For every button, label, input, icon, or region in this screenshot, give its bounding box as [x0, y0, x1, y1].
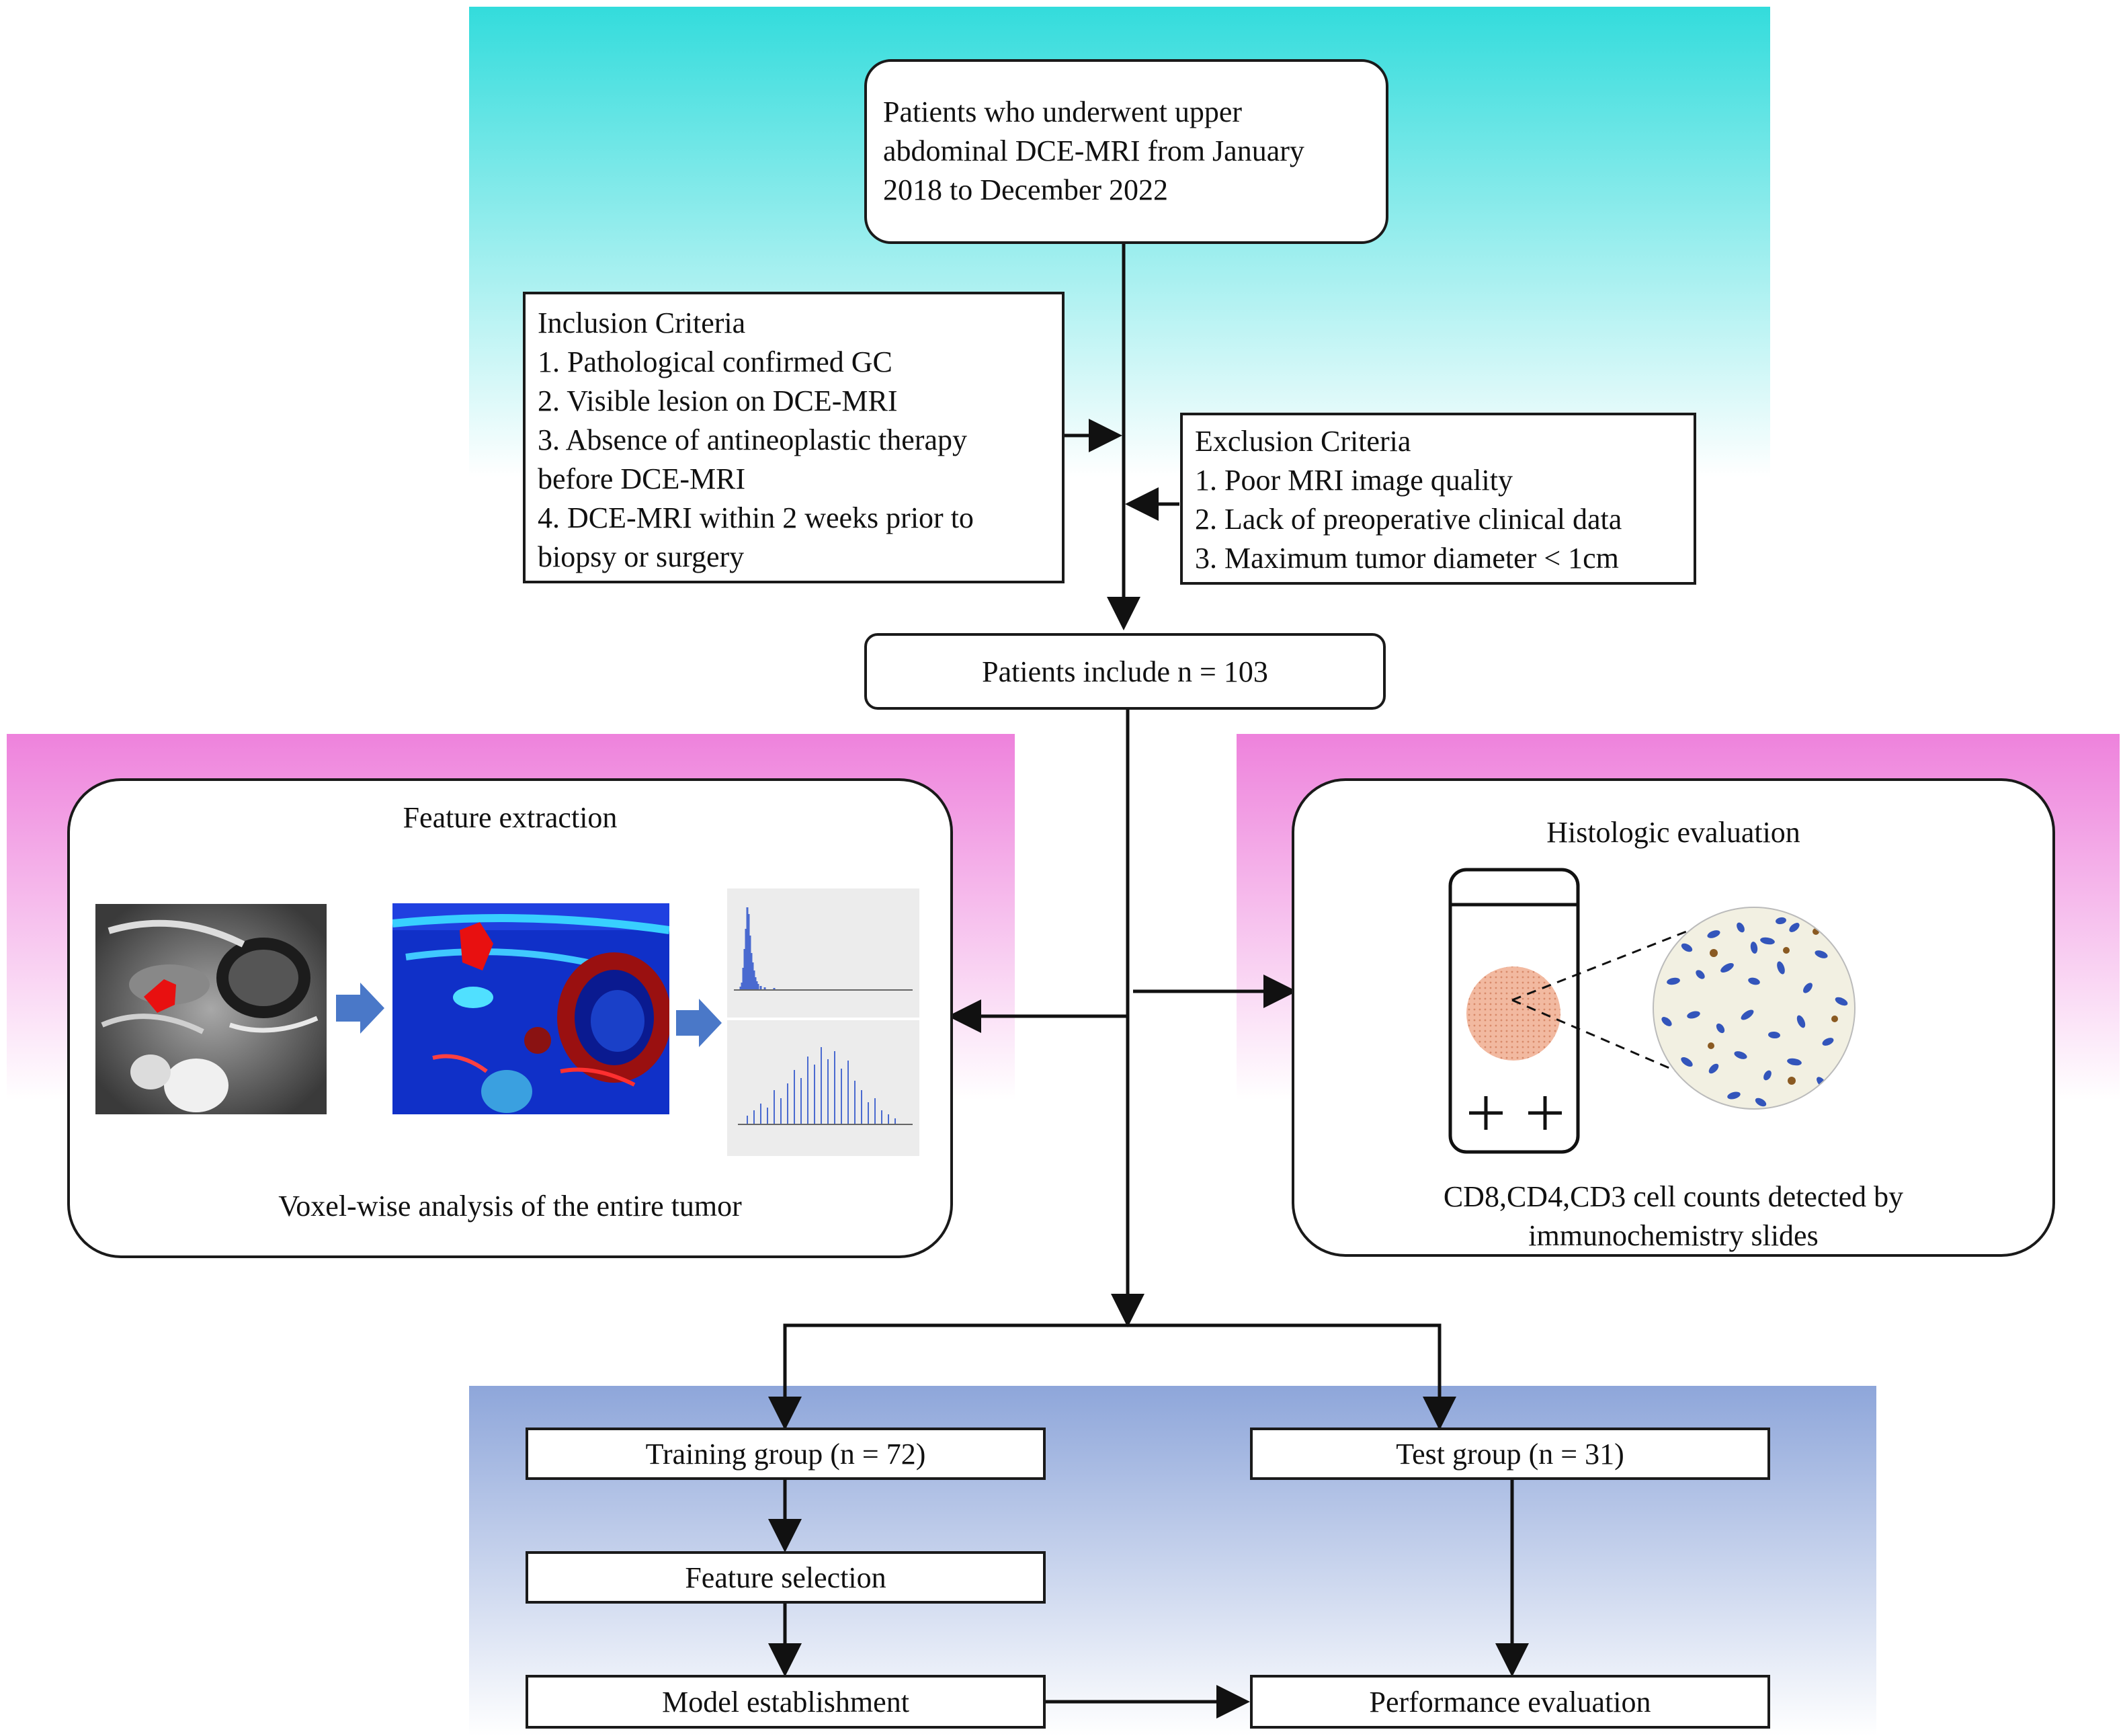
training-group-box: Training group (n = 72): [526, 1428, 1046, 1480]
block-arrow-right-icon: [676, 999, 722, 1047]
mri-colormap-slice: [392, 903, 669, 1114]
performance-evaluation-label: Performance evaluation: [1369, 1685, 1651, 1719]
histologic-caption-line-2: immunochemistry slides: [1528, 1219, 1819, 1252]
mri-grayscale-slice: [95, 904, 327, 1114]
feature-selection-label: Feature selection: [685, 1561, 886, 1594]
model-establishment-box: Model establishment: [526, 1675, 1046, 1729]
start-patients-box: Patients who underwent upper abdominal D…: [864, 59, 1388, 244]
exclusion-item-3: 3. Maximum tumor diameter < 1cm: [1195, 542, 1619, 575]
patients-include-label: Patients include n = 103: [982, 655, 1268, 688]
microscopy-zoom-circle: [1653, 907, 1856, 1110]
inclusion-criteria-box: Inclusion Criteria 1. Pathological confi…: [523, 292, 1065, 583]
inclusion-item-4-cont: biopsy or surgery: [538, 540, 745, 573]
performance-evaluation-box: Performance evaluation: [1250, 1675, 1770, 1729]
inclusion-item-2: 2. Visible lesion on DCE-MRI: [538, 384, 898, 417]
inclusion-item-3: 3. Absence of antineoplastic therapy: [538, 423, 968, 456]
patients-include-box: Patients include n = 103: [864, 633, 1386, 710]
tumor-roi: [144, 979, 176, 1013]
split-line: [783, 1323, 1442, 1430]
histologic-evaluation-box: Histologic evaluation CD8,CD4,CD3 cell c…: [1292, 778, 2055, 1257]
inclusion-item-1: 1. Pathological confirmed GC: [538, 345, 892, 378]
training-group-label: Training group (n = 72): [645, 1437, 926, 1471]
inclusion-item-3-cont: before DCE-MRI: [538, 462, 746, 495]
tumor-roi-colormap: [460, 922, 493, 970]
block-arrow-right-icon: [336, 983, 384, 1034]
feature-extraction-caption: Voxel-wise analysis of the entire tumor: [278, 1190, 742, 1223]
histology-slide-illustration: [1448, 868, 1856, 1154]
histologic-caption-line-1: CD8,CD4,CD3 cell counts detected by: [1443, 1180, 1904, 1213]
histologic-title: Histologic evaluation: [1546, 816, 1800, 849]
test-group-label: Test group (n = 31): [1396, 1437, 1624, 1471]
start-line-1: Patients who underwent upper: [883, 95, 1242, 128]
exclusion-item-2: 2. Lack of preoperative clinical data: [1195, 503, 1622, 536]
histogram-plots: [727, 888, 919, 1156]
exclusion-criteria-box: Exclusion Criteria 1. Poor MRI image qua…: [1180, 413, 1696, 585]
tissue-section: [1466, 966, 1560, 1061]
inclusion-item-4: 4. DCE-MRI within 2 weeks prior to: [538, 501, 974, 534]
test-group-box: Test group (n = 31): [1250, 1428, 1770, 1480]
inclusion-title: Inclusion Criteria: [538, 306, 746, 339]
exclusion-title: Exclusion Criteria: [1195, 425, 1411, 458]
feature-selection-box: Feature selection: [526, 1551, 1046, 1604]
feature-extraction-title: Feature extraction: [403, 801, 618, 834]
exclusion-item-1: 1. Poor MRI image quality: [1195, 464, 1513, 497]
plus-icon: [1469, 1096, 1503, 1130]
plus-icon: [1528, 1096, 1562, 1130]
start-line-2: abdominal DCE-MRI from January: [883, 134, 1304, 167]
start-line-3: 2018 to December 2022: [883, 173, 1168, 206]
model-establishment-label: Model establishment: [662, 1685, 909, 1719]
